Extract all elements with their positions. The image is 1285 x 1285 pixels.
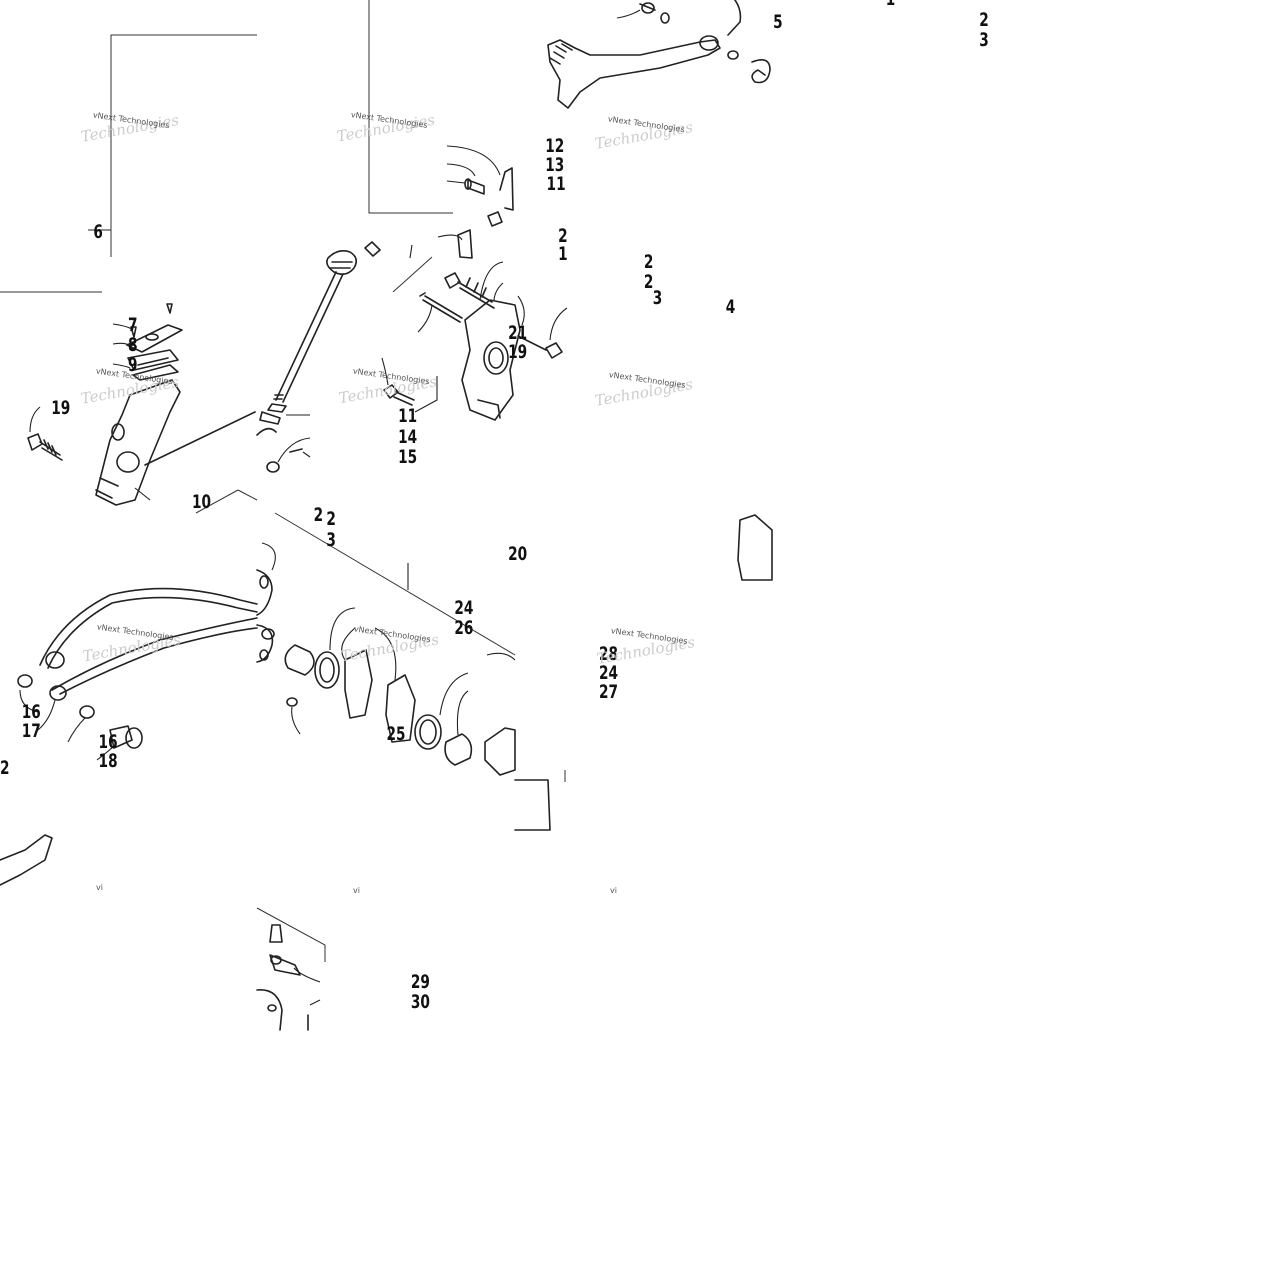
brake-caliper-and-hose — [0, 514, 773, 886]
callout-label: 2 — [644, 251, 654, 273]
caliper-bracket — [383, 229, 563, 421]
callout-label: 29 — [411, 971, 430, 993]
callout-label: 2 — [558, 225, 568, 247]
callout-label: 2 — [644, 271, 654, 293]
callout-label: 2 — [979, 9, 989, 31]
callout-leaders — [19, 9, 641, 1006]
callout-label: 18 — [99, 750, 118, 772]
callout-label: 8 — [128, 334, 138, 356]
callout-label: 11 — [547, 173, 566, 195]
callout-label: 10 — [192, 491, 211, 513]
watermarks: Technologies vNext Technologies Technolo… — [79, 110, 696, 895]
callout-label: 4 — [726, 296, 736, 318]
master-cylinder-assembly — [27, 303, 256, 506]
callout-label: 2 — [314, 504, 324, 526]
callout-label: 20 — [508, 543, 527, 565]
callout-label: 30 — [411, 991, 430, 1013]
callout-label: 17 — [22, 720, 41, 742]
callout-label: 19 — [51, 397, 70, 419]
callout-label: 24 — [599, 662, 618, 684]
callout-label: 16 — [99, 731, 118, 753]
callout-label: 25 — [387, 723, 406, 745]
callout-label: 12 — [545, 135, 564, 157]
callout-label: 26 — [454, 617, 473, 639]
callout-label: 27 — [599, 681, 618, 703]
assembly-frames — [0, 0, 566, 962]
callout-label: 21 — [508, 322, 527, 344]
brake-rod-assembly — [256, 241, 381, 473]
callout-label: 9 — [128, 354, 138, 376]
callout-label: 11 — [398, 405, 417, 427]
bleeder-screw-assembly — [256, 924, 309, 1031]
callout-labels: 1 5 2 3 12 13 11 6 2 1 2 2 3 4 21 19 7 8… — [0, 0, 989, 1013]
pin-and-clip-parts — [464, 167, 514, 227]
callout-label: 3 — [326, 529, 336, 551]
callout-label: 19 — [508, 341, 527, 363]
callout-label: 6 — [93, 221, 103, 243]
callout-label: 15 — [398, 446, 417, 468]
callout-label: 16 — [22, 701, 41, 723]
brake-pedal-assembly — [547, 0, 771, 109]
callout-label: 3 — [653, 287, 663, 309]
callout-label: 1 — [886, 0, 896, 10]
callout-label: 2 — [0, 757, 10, 779]
callout-label: 24 — [454, 597, 473, 619]
watermark-short: vi — [96, 883, 103, 892]
watermark-short: vi — [353, 886, 360, 895]
callout-label: 14 — [398, 426, 417, 448]
callout-label: 7 — [128, 314, 138, 336]
callout-label: 13 — [545, 154, 564, 176]
callout-label: 1 — [558, 243, 568, 265]
callout-label: 5 — [773, 11, 783, 33]
watermark-short: vi — [610, 886, 617, 895]
callout-label: 3 — [979, 29, 989, 51]
callout-label: 28 — [599, 643, 618, 665]
callout-label: 2 — [326, 508, 336, 530]
